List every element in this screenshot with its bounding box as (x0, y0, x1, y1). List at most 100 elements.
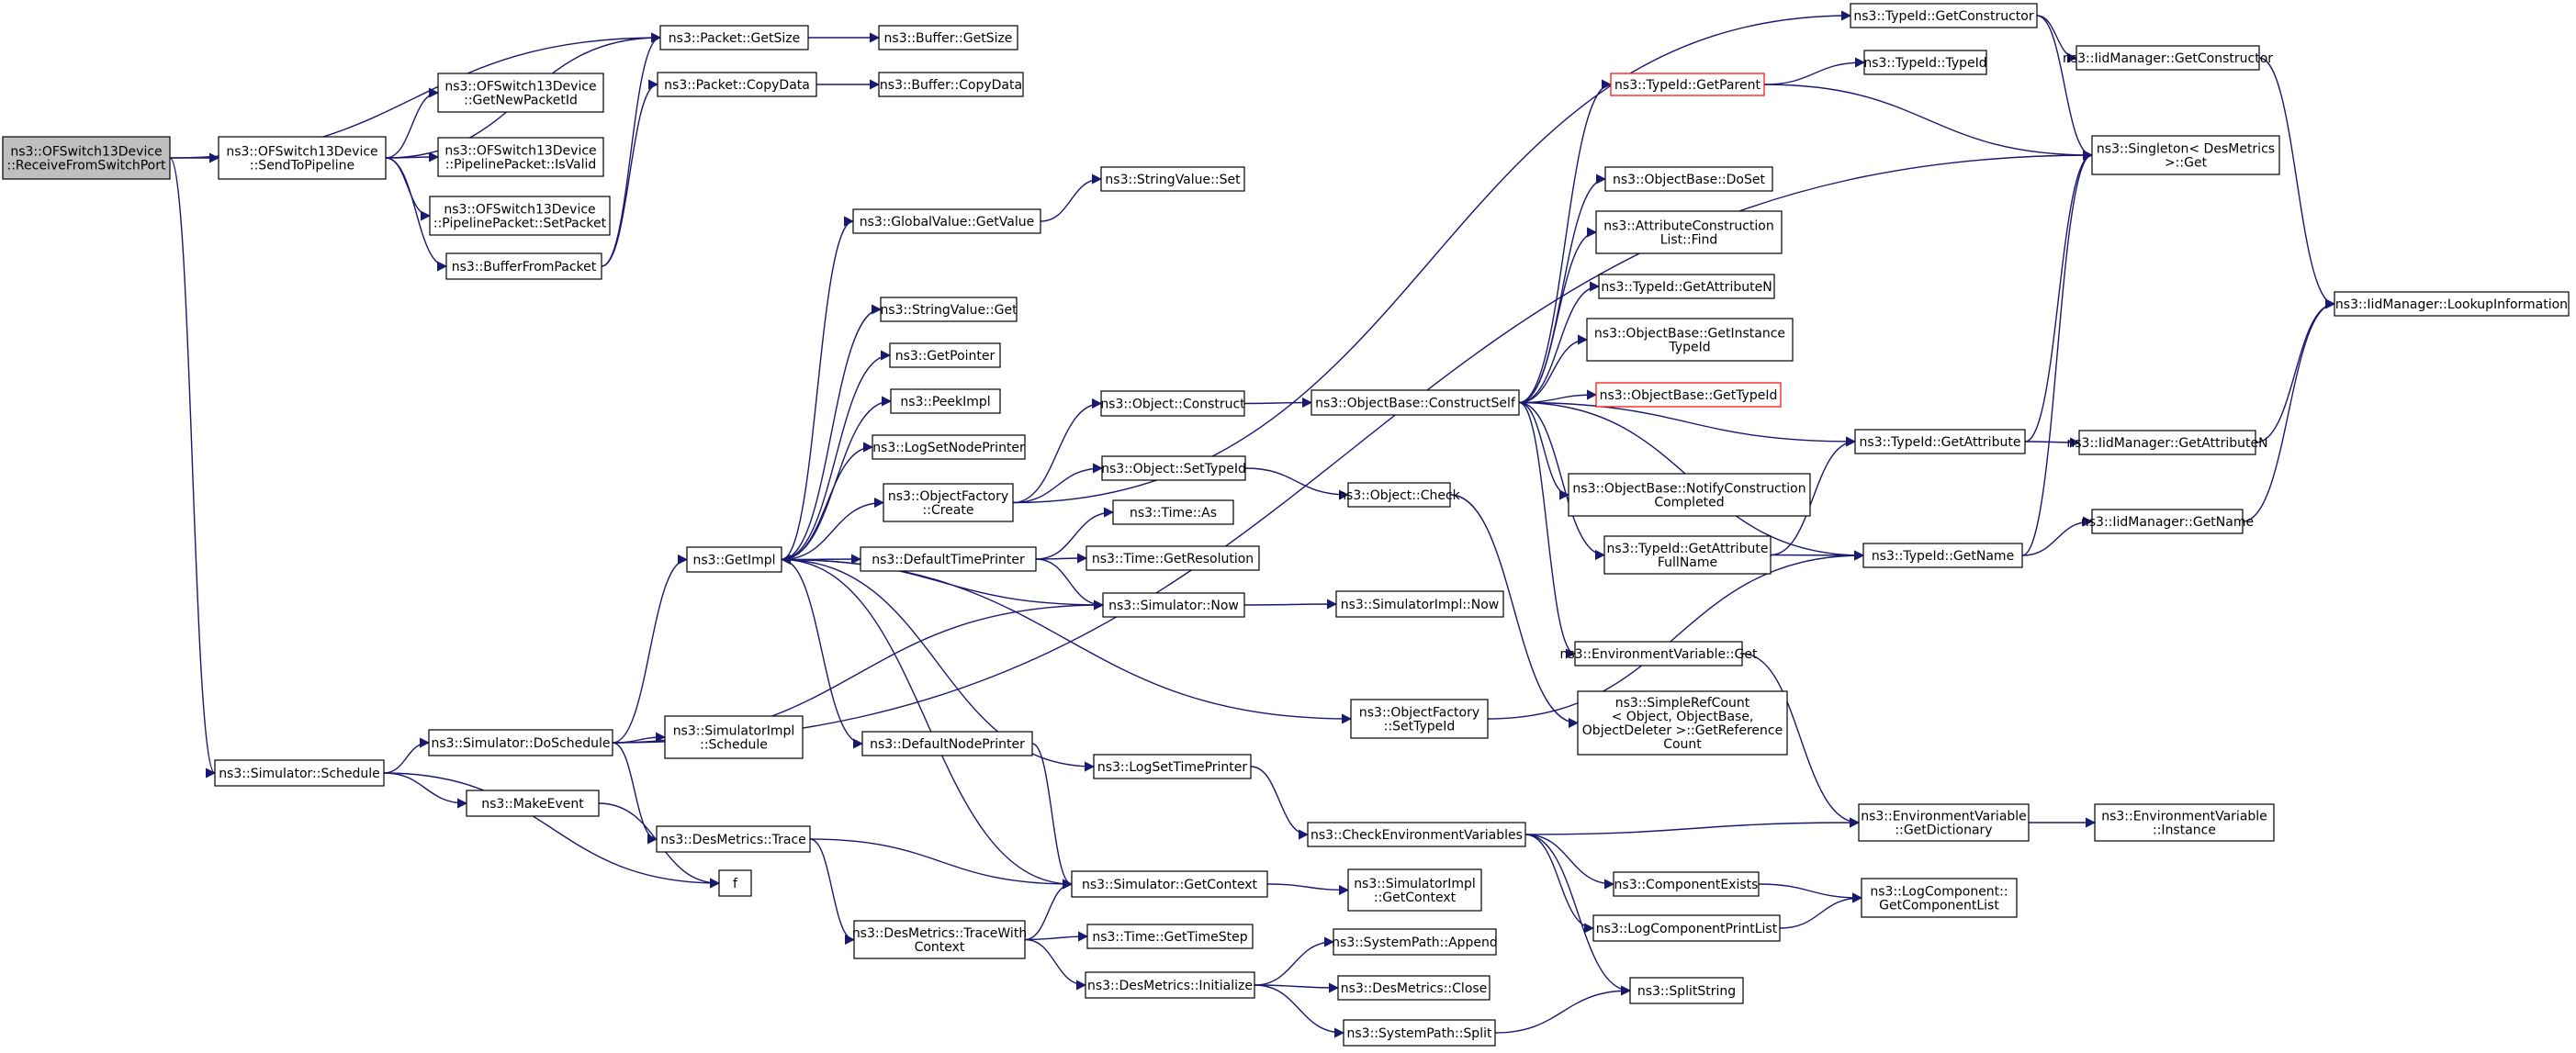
node-box (1629, 977, 1744, 1004)
node-typeidgetparent[interactable]: ns3::TypeId::GetParent (1610, 73, 1765, 96)
node-typeidgetctor[interactable]: ns3::TypeId::GetConstructor (1850, 3, 2038, 28)
node-typeidgetattrn[interactable]: ns3::TypeId::GetAttributeN (1598, 274, 1775, 299)
node-f[interactable]: f (718, 869, 752, 897)
edge-dosched-to-getimpl (612, 554, 689, 744)
edge-obconstructself-to-typeidgetattrn (1518, 281, 1601, 404)
node-obdoset[interactable]: ns3::ObjectBase::DoSet (1604, 166, 1773, 192)
node-typeidgetname[interactable]: ns3::TypeId::GetName (1862, 543, 2023, 568)
node-makeevent[interactable]: ns3::MakeEvent (466, 790, 600, 817)
node-label: ns3::BufferFromPacket (452, 260, 597, 274)
node-label: ns3::SplitString (1637, 984, 1736, 999)
node-pcopy[interactable]: ns3::Packet::CopyData (657, 72, 817, 97)
edge-dmtrace-to-dmtracectx (809, 838, 856, 946)
node-label: ::GetNewPacketId (464, 94, 578, 108)
node-timegetres[interactable]: ns3::Time::GetResolution (1086, 545, 1260, 571)
node-iidgetname[interactable]: ns3::IidManager::GetName (2081, 509, 2254, 534)
node-dosched[interactable]: ns3::Simulator::DoSchedule (428, 729, 613, 756)
node-defnodeprinter[interactable]: ns3::DefaultNodePrinter (861, 731, 1033, 756)
node-box (872, 434, 1026, 460)
edge-typeidattrfull-to-typeidgetname (1770, 550, 1865, 561)
node-envget[interactable]: ns3::EnvironmentVariable::Get (1560, 641, 1758, 667)
node-objcheck[interactable]: ns3::Object::Check (1338, 482, 1461, 508)
node-label: ns3::SimpleRefCount (1615, 696, 1750, 711)
node-box (2094, 803, 2275, 842)
node-syssplit[interactable]: ns3::SystemPath::Split (1343, 1019, 1496, 1047)
node-checkenv[interactable]: ns3::CheckEnvironmentVariables (1307, 822, 1526, 847)
node-label: ::Instance (2153, 823, 2216, 838)
node-box (1100, 390, 1245, 417)
edge-checkenv-to-compexists (1524, 834, 1615, 890)
node-schedule[interactable]: ns3::Simulator::Schedule (214, 759, 385, 787)
node-ofcreate[interactable]: ns3::ObjectFactory::Create (883, 483, 1014, 522)
node-deftimeprinter[interactable]: ns3::DefaultTimePrinter (860, 546, 1037, 572)
node-pgetsize[interactable]: ns3::Packet::GetSize (659, 25, 809, 50)
node-dmtrace[interactable]: ns3::DesMetrics::Trace (656, 825, 811, 853)
node-iidlookup[interactable]: ns3::IidManager::LookupInformation (2334, 291, 2570, 317)
node-dmclose[interactable]: ns3::DesMetrics::Close (1337, 975, 1490, 1001)
node-label: ns3::Object::SetTypeId (1101, 462, 1246, 476)
node-logcompget[interactable]: ns3::LogComponent::GetComponentList (1861, 878, 2018, 918)
node-obconstructself[interactable]: ns3::ObjectBase::ConstructSelf (1310, 389, 1520, 416)
node-recv[interactable]: ns3::OFSwitch13Device::ReceiveFromSwitch… (2, 136, 171, 180)
node-box (1100, 166, 1245, 192)
edge-typeidgetname-to-singleton (2021, 150, 2094, 556)
node-peekimpl[interactable]: ns3::PeekImpl (890, 388, 1001, 414)
node-envinstance[interactable]: ns3::EnvironmentVariable::Instance (2094, 803, 2275, 842)
node-sendpipe[interactable]: ns3::OFSwitch13Device::SendToPipeline (218, 136, 387, 180)
node-logsetnode[interactable]: ns3::LogSetNodePrinter (872, 434, 1026, 460)
node-obnotify[interactable]: ns3::ObjectBase::NotifyConstructionCompl… (1568, 473, 1811, 517)
edge-logsettime-to-checkenv (1250, 766, 1310, 840)
node-timegetstep[interactable]: ns3::Time::GetTimeStep (1086, 924, 1254, 949)
node-objconstruct[interactable]: ns3::Object::Construct (1100, 390, 1245, 417)
node-label: ns3::TypeId::GetAttribute (1607, 542, 1769, 556)
node-typeidtypeid[interactable]: ns3::TypeId::TypeId (1863, 50, 1987, 75)
edge-checkenv-to-envgetdict (1524, 817, 1861, 835)
node-iidgetattrn[interactable]: ns3::IidManager::GetAttributeN (2066, 430, 2268, 455)
node-label: ::Create (923, 503, 974, 518)
node-simnow[interactable]: ns3::Simulator::Now (1102, 592, 1245, 618)
node-setpacket[interactable]: ns3::OFSwitch13Device::PipelinePacket::S… (429, 196, 611, 236)
edge-ofcreate-to-objsettypeid (1012, 463, 1104, 504)
node-box (878, 72, 1024, 97)
node-logsettime[interactable]: ns3::LogSetTimePrinter (1093, 754, 1252, 779)
node-bcopy[interactable]: ns3::Buffer::CopyData (878, 72, 1024, 97)
node-label: ns3::TypeId::GetName (1872, 549, 2014, 564)
node-logcompprint[interactable]: ns3::LogComponentPrintList (1592, 914, 1781, 942)
node-singleton[interactable]: ns3::Singleton< DesMetrics>::Get (2091, 135, 2280, 175)
node-refcount[interactable]: ns3::SimpleRefCount< Object, ObjectBase,… (1577, 690, 1788, 756)
node-bgetsize[interactable]: ns3::Buffer::GetSize (878, 25, 1018, 50)
node-typeidgetattr[interactable]: ns3::TypeId::GetAttribute (1854, 429, 2026, 454)
node-simgetctx[interactable]: ns3::Simulator::GetContext (1071, 870, 1268, 898)
node-label: ns3::ObjectFactory (1359, 706, 1479, 721)
edge-obconstructself-to-obdoset (1518, 174, 1607, 404)
node-simimplnow[interactable]: ns3::SimulatorImpl::Now (1335, 590, 1504, 618)
node-label: ns3::PeekImpl (900, 395, 990, 409)
node-objsettypeid[interactable]: ns3::Object::SetTypeId (1101, 455, 1246, 481)
node-envgetdict[interactable]: ns3::EnvironmentVariable::GetDictionary (1858, 803, 2030, 842)
node-ofsettypeid[interactable]: ns3::ObjectFactory::SetTypeId (1350, 699, 1489, 739)
node-obgettypeid[interactable]: ns3::ObjectBase::GetTypeId (1595, 382, 1782, 408)
node-isvalid[interactable]: ns3::OFSwitch13Device::PipelinePacket::I… (437, 137, 604, 177)
node-sysappend[interactable]: ns3::SystemPath::Append (1332, 928, 1498, 956)
node-buffromp[interactable]: ns3::BufferFromPacket (445, 252, 602, 280)
edge-getimpl-to-simgetctx (781, 558, 1074, 890)
node-iidgetctor[interactable]: ns3::IidManager::GetConstructor (2063, 45, 2273, 71)
node-getnewpid[interactable]: ns3::OFSwitch13Device::GetNewPacketId (437, 73, 604, 113)
node-simimplgetctx[interactable]: ns3::SimulatorImpl::GetContext (1347, 868, 1482, 912)
node-getimpl[interactable]: ns3::GetImpl (686, 546, 782, 573)
node-getpointer[interactable]: ns3::GetPointer (889, 342, 1001, 368)
node-box (1861, 878, 2018, 918)
node-splitstring[interactable]: ns3::SplitString (1629, 977, 1744, 1004)
node-simimplsched[interactable]: ns3::SimulatorImpl::Schedule (664, 715, 804, 759)
node-dminit[interactable]: ns3::DesMetrics::Initialize (1085, 971, 1255, 999)
node-compexists[interactable]: ns3::ComponentExists (1613, 871, 1760, 897)
node-svget[interactable]: ns3::StringValue::Get (880, 297, 1018, 322)
node-label: Context (915, 940, 965, 955)
node-svset[interactable]: ns3::StringValue::Set (1100, 166, 1245, 192)
node-gvgetvalue[interactable]: ns3::GlobalValue::GetValue (852, 208, 1041, 234)
node-timeas[interactable]: ns3::Time::As (1112, 499, 1234, 525)
